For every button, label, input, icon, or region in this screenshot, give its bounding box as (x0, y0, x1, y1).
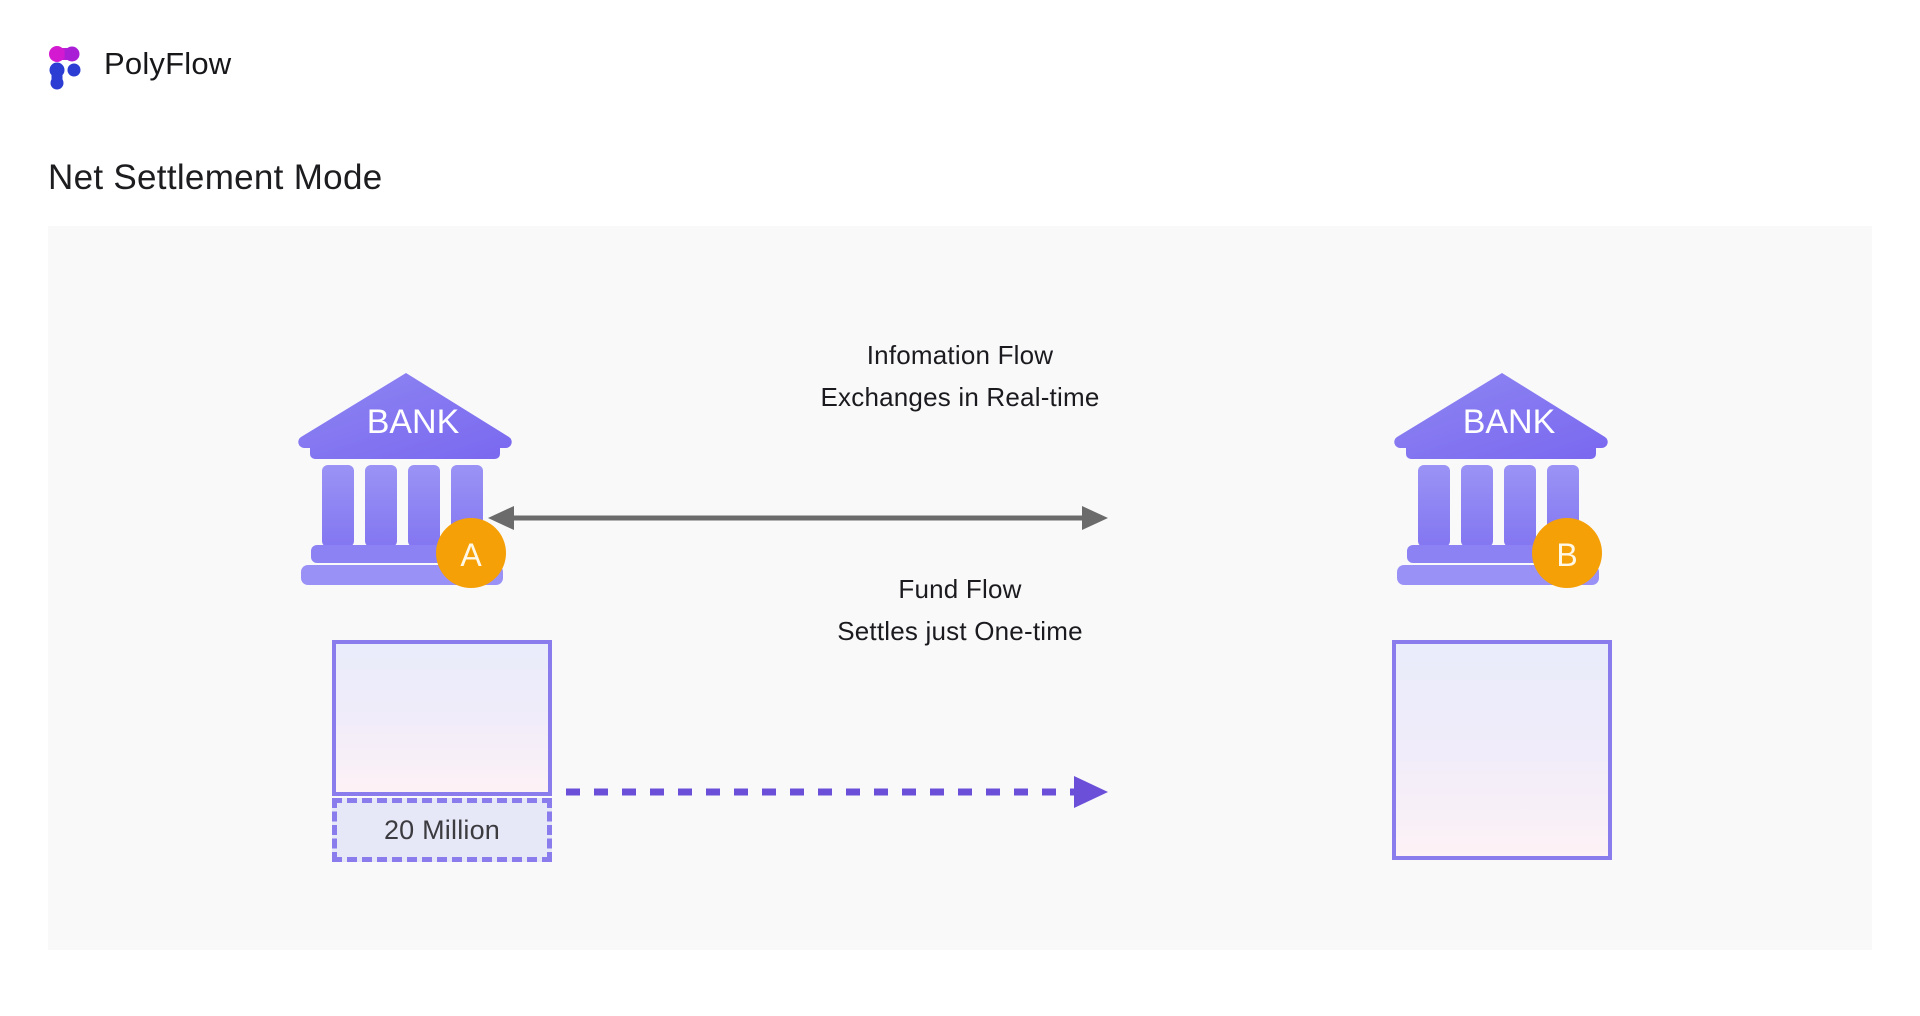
svg-text:B: B (1556, 537, 1577, 573)
fund-flow-arrow (482, 776, 1108, 808)
ledger-box-a (332, 640, 552, 796)
svg-text:BANK: BANK (367, 403, 460, 441)
polyflow-logo-icon (48, 38, 88, 90)
ledger-box-b (1392, 640, 1612, 860)
amount-value: 20 Million (383, 814, 501, 845)
information-flow-line2: Exchanges in Real-time (820, 382, 1100, 412)
bank-icon-a: BANK A (295, 365, 517, 591)
brand-header: PolyFlow (48, 38, 231, 90)
fund-flow-label: Fund Flow Settles just One-time (588, 568, 1332, 652)
amount-box-a: 20 Million (332, 798, 552, 862)
svg-text:BANK: BANK (1463, 403, 1556, 441)
fund-flow-line2: Settles just One-time (837, 616, 1083, 646)
fund-flow-line1: Fund Flow (898, 574, 1022, 604)
information-flow-line1: Infomation Flow (866, 340, 1054, 370)
svg-text:A: A (460, 537, 482, 573)
diagram-panel: BANK A (48, 226, 1872, 950)
information-flow-label: Infomation Flow Exchanges in Real-time (588, 334, 1332, 418)
page-title: Net Settlement Mode (48, 158, 383, 197)
bank-icon-b: BANK B (1391, 365, 1613, 591)
brand-name: PolyFlow (104, 46, 232, 81)
information-flow-arrow (488, 506, 1108, 530)
